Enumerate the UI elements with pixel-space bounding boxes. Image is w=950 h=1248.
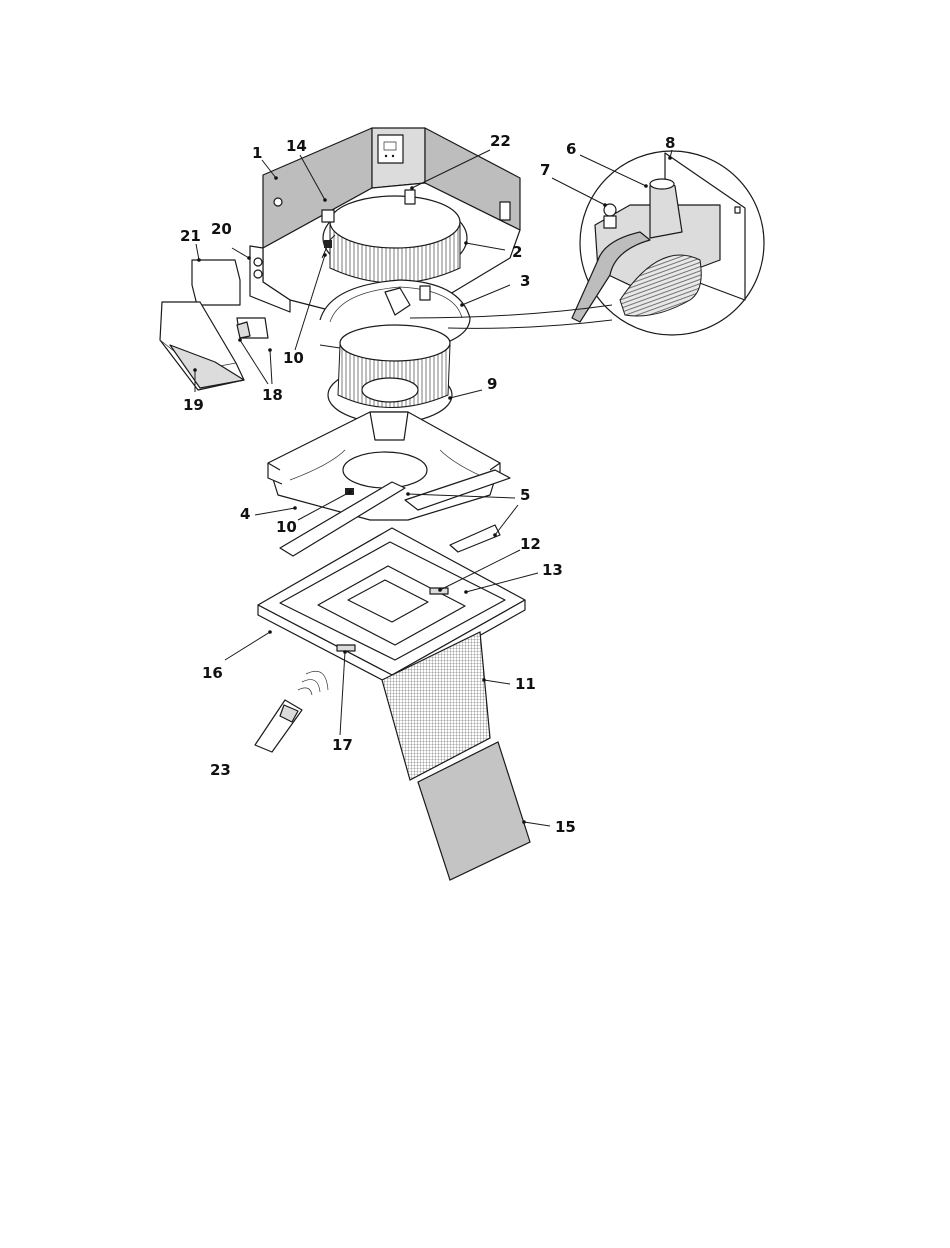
label-part-4: 4 (240, 505, 250, 523)
label-part-20: 20 (211, 220, 232, 238)
label-part-8: 8 (665, 134, 675, 152)
label-part-18: 18 (262, 386, 283, 404)
label-part-1: 1 (252, 144, 262, 162)
remote-control (255, 671, 328, 752)
label-part-14: 14 (286, 137, 307, 155)
label-part-11: 11 (515, 675, 536, 693)
label-part-12: 12 (520, 535, 541, 553)
label-part-5: 5 (520, 486, 530, 504)
label-part-17: 17 (332, 736, 353, 754)
label-part-23: 23 (210, 761, 231, 779)
label-part-10a: 10 (283, 349, 304, 367)
label-part-7: 7 (540, 161, 550, 179)
label-part-2: 2 (512, 243, 522, 261)
label-part-21: 21 (180, 227, 201, 245)
label-part-16: 16 (202, 664, 223, 682)
fan (320, 325, 452, 423)
label-part-6: 6 (566, 140, 576, 158)
label-part-15: 15 (555, 818, 576, 836)
label-part-19: 19 (183, 396, 204, 414)
label-part-9: 9 (487, 375, 497, 393)
label-part-13: 13 (542, 561, 563, 579)
label-part-22: 22 (490, 132, 511, 150)
label-part-3: 3 (520, 272, 530, 290)
label-part-10b: 10 (276, 518, 297, 536)
